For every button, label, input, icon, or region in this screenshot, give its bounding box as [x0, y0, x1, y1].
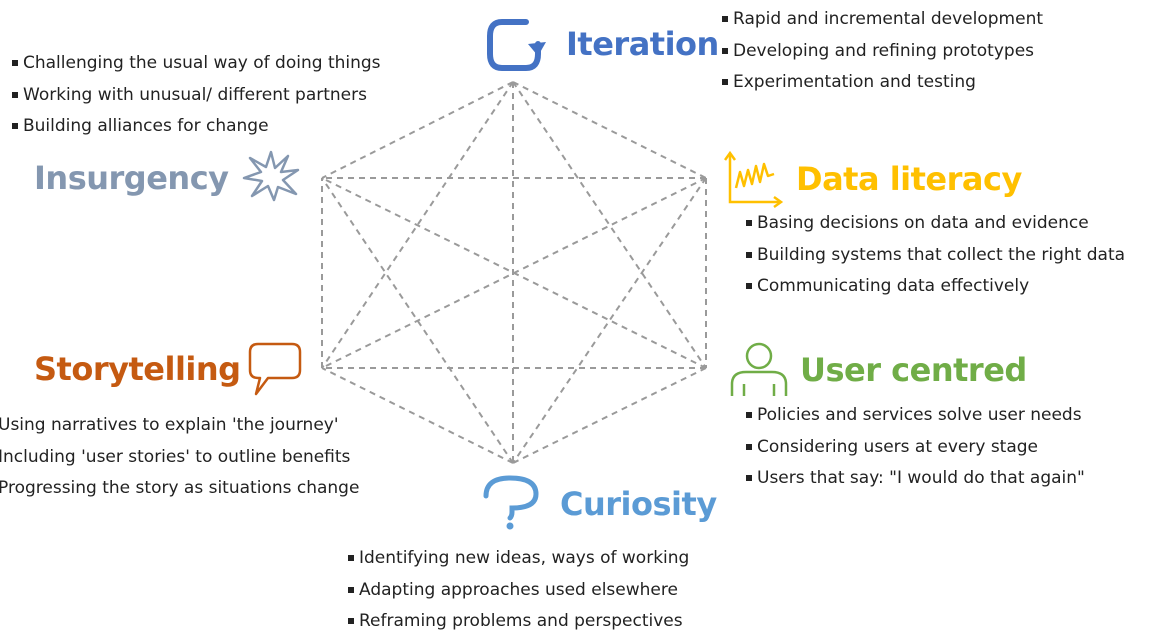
list-item: Progressing the story as situations chan… [0, 478, 360, 498]
data-literacy-bullets: Basing decisions on data and evidence Bu… [746, 213, 1125, 308]
connector-line [512, 367, 707, 464]
connector-line [512, 81, 707, 179]
list-item: Experimentation and testing [722, 72, 1043, 104]
iteration-title: Iteration [566, 25, 719, 63]
connector-line [321, 367, 514, 464]
list-item: Adapting approaches used elsewhere [348, 580, 689, 612]
list-item: Challenging the usual way of doing thing… [12, 53, 381, 85]
burst-icon [242, 150, 300, 202]
storytelling-title: Storytelling [34, 350, 241, 388]
insurgency-title: Insurgency [34, 159, 229, 197]
user-centred-title: User centred [800, 351, 1027, 389]
connector-line [512, 177, 707, 464]
cycle-arrow-icon [487, 19, 546, 71]
list-item: Building systems that collect the right … [746, 245, 1125, 277]
curiosity-bullets: Identifying new ideas, ways of working A… [348, 548, 689, 643]
connector-line [321, 177, 707, 369]
list-item: Developing and refining prototypes [722, 41, 1043, 73]
list-item: Considering users at every stage [746, 437, 1085, 469]
list-item: Basing decisions on data and evidence [746, 213, 1125, 245]
list-item: Reframing problems and perspectives [348, 611, 689, 643]
question-mark-icon [483, 475, 539, 530]
connector-line [512, 81, 707, 369]
curiosity-title: Curiosity [560, 485, 717, 523]
list-item: Including 'user stories' to outline bene… [0, 446, 351, 467]
storytelling-bullets: Using narratives to explain 'the journey… [0, 415, 359, 510]
list-item: Working with unusual/ different partners [12, 85, 381, 117]
list-item: Building alliances for change [12, 116, 381, 148]
data-chart-icon [724, 150, 784, 209]
list-item: Communicating data effectively [746, 276, 1125, 308]
insurgency-bullets: Challenging the usual way of doing thing… [12, 53, 381, 148]
connector-line [321, 81, 514, 179]
list-item: Rapid and incremental development [722, 9, 1043, 41]
speech-bubble-icon [248, 342, 302, 396]
list-item: Using narratives to explain 'the journey… [0, 415, 339, 435]
list-item: Identifying new ideas, ways of working [348, 548, 689, 580]
connector-line [321, 81, 514, 369]
list-item: Users that say: "I would do that again" [746, 468, 1085, 500]
connector-line [321, 177, 514, 464]
person-icon [730, 342, 788, 396]
list-item: Policies and services solve user needs [746, 405, 1085, 437]
iteration-bullets: Rapid and incremental development Develo… [722, 9, 1043, 104]
user-centred-bullets: Policies and services solve user needs C… [746, 405, 1085, 500]
data-literacy-title: Data literacy [796, 160, 1022, 198]
